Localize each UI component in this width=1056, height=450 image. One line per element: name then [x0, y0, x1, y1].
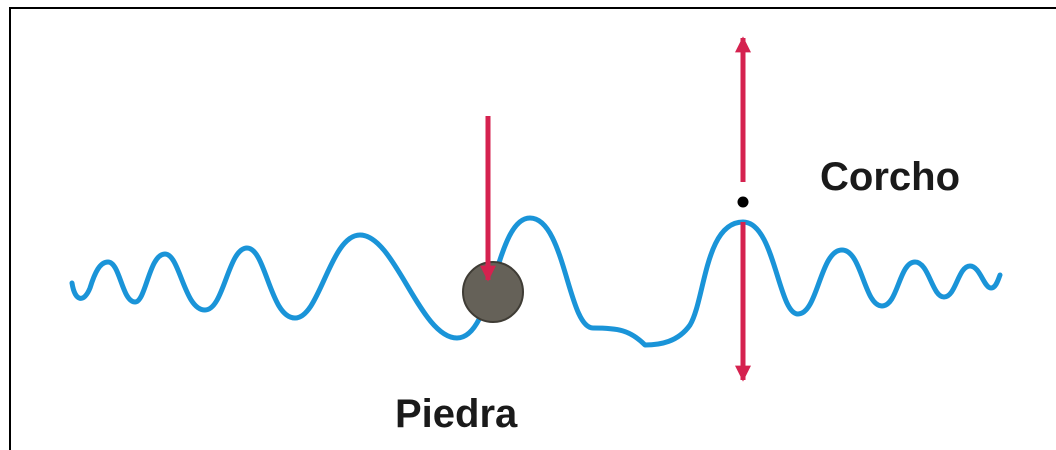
- cork-dot: [737, 196, 749, 208]
- cork-label: Corcho: [820, 155, 960, 199]
- stone-ball: [462, 261, 524, 323]
- stone-label: Piedra: [395, 392, 518, 436]
- diagram-frame: [9, 7, 1056, 450]
- water-wave: [69, 215, 1003, 348]
